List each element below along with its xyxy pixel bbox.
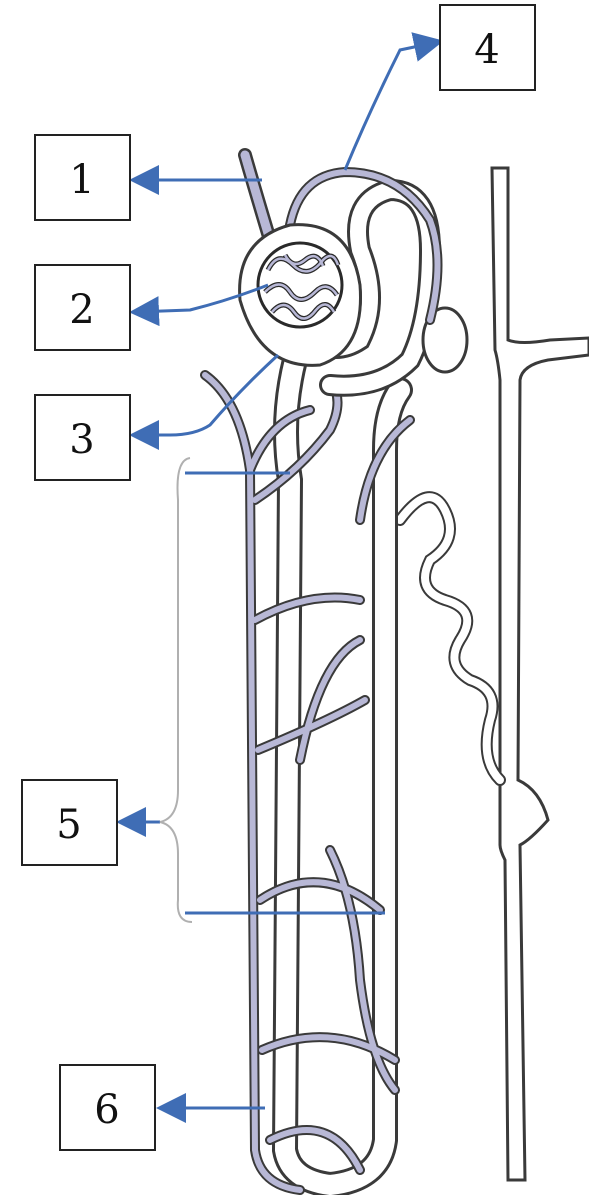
distal-convoluted-tubule — [400, 497, 500, 780]
label-box-3: 3 — [35, 395, 130, 480]
glomerulus — [258, 243, 342, 327]
label-box-1: 1 — [35, 135, 130, 220]
label-5-text: 5 — [56, 802, 81, 848]
label-4-text: 4 — [474, 27, 499, 73]
pointer-3 — [135, 355, 278, 435]
brace-5 — [160, 458, 192, 922]
label-6-text: 6 — [94, 1087, 119, 1133]
label-1-text: 1 — [69, 157, 94, 203]
label-box-2: 2 — [35, 265, 130, 350]
pointer-4 — [345, 42, 438, 170]
label-box-4: 4 — [440, 5, 535, 90]
label-3-text: 3 — [69, 417, 94, 463]
label-box-6: 6 — [60, 1065, 155, 1150]
label-2-text: 2 — [69, 287, 94, 333]
label-box-5: 5 — [22, 780, 117, 865]
collecting-duct — [492, 168, 589, 1180]
